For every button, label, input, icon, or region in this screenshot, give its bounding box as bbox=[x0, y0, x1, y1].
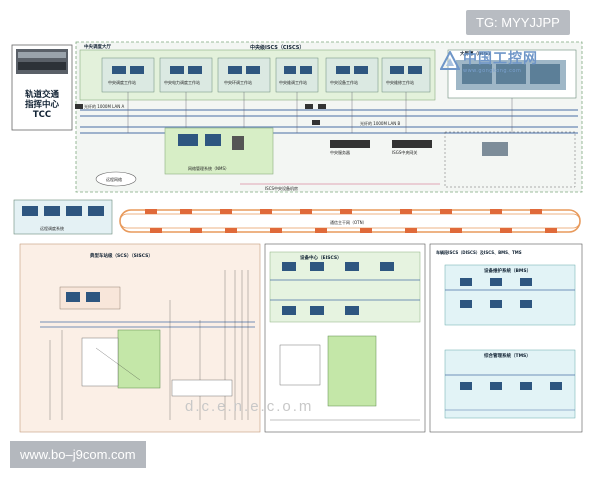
depot-maint-label: 设备维护系统（BMS） bbox=[484, 269, 532, 274]
ws-label-2: 中央电力调度工作站 bbox=[164, 80, 200, 85]
server-label: 中央服务器 bbox=[330, 150, 350, 155]
tcc-label: 轨道交通 指挥中心 TCC bbox=[14, 90, 70, 120]
center-watermark: d.c.e.n.e.c.o.m bbox=[185, 398, 314, 415]
ups-label: 大屏幕（DPS） bbox=[460, 52, 493, 57]
depot-center-rack bbox=[327, 335, 377, 407]
ws-label-1: 中央调度工作站 bbox=[108, 80, 136, 85]
tcc-line3: TCC bbox=[32, 110, 52, 120]
lan-a-label: 光纤的 1000M LAN A bbox=[84, 104, 125, 109]
central-title: 中央级ISCS（CISCS） bbox=[250, 45, 305, 51]
remote-dispatch-label: 远程调度系统 bbox=[40, 226, 64, 231]
depot-title: 车辆段ISCS（DISCS）及ISCS、BMS、TMS bbox=[436, 250, 522, 255]
ws-label-6: 中央维修工作站 bbox=[386, 80, 414, 85]
remote-network-cloud bbox=[95, 171, 137, 187]
depot-center-title: 设备中心（EISCS） bbox=[300, 256, 342, 261]
station-green-rack bbox=[117, 329, 161, 389]
logo-main-text: 中国工控网 bbox=[463, 51, 538, 67]
ws-label-4: 中央维调工作站 bbox=[279, 80, 307, 85]
depot-maint-panel bbox=[444, 264, 576, 326]
tcc-line1: 轨道交通 bbox=[24, 90, 59, 100]
otn-nodes bbox=[145, 209, 557, 233]
central-workstations bbox=[101, 57, 431, 93]
gongkong-logo: 中国工控网 www.gongkong.com bbox=[440, 48, 538, 74]
isgs-label: ISGS中央网关 bbox=[392, 150, 418, 155]
depot-tms-label: 综合管理系统（TMS） bbox=[484, 354, 531, 359]
lan-b-label: 光纤的 1000M LAN B bbox=[360, 121, 401, 126]
cloud-label: 远程网络 bbox=[106, 177, 122, 182]
tcc-line2: 指挥中心 bbox=[24, 100, 59, 110]
otn-label: 通信主干网（OTN） bbox=[330, 220, 367, 225]
ws-label-5: 中央设备工作站 bbox=[330, 80, 358, 85]
ws-label-3: 中央环调工作站 bbox=[224, 80, 252, 85]
remote-dispatch-box bbox=[13, 199, 113, 235]
dispatch-hall-label: 中央调度大厅 bbox=[84, 45, 111, 50]
bottom-url-watermark: www.bo–j9com.com bbox=[10, 441, 146, 468]
logo-sub-text: www.gongkong.com bbox=[463, 68, 522, 74]
iscs-room-label: ISCS中央设备机房 bbox=[265, 186, 299, 191]
top-tag-watermark: TG: MYYJJPP bbox=[466, 10, 570, 35]
nms-label: 网络管理系统（NMS） bbox=[188, 166, 229, 171]
station-title: 典型车站级（SCS）（SISCS） bbox=[90, 254, 153, 259]
gongkong-logo-mark bbox=[440, 51, 460, 70]
